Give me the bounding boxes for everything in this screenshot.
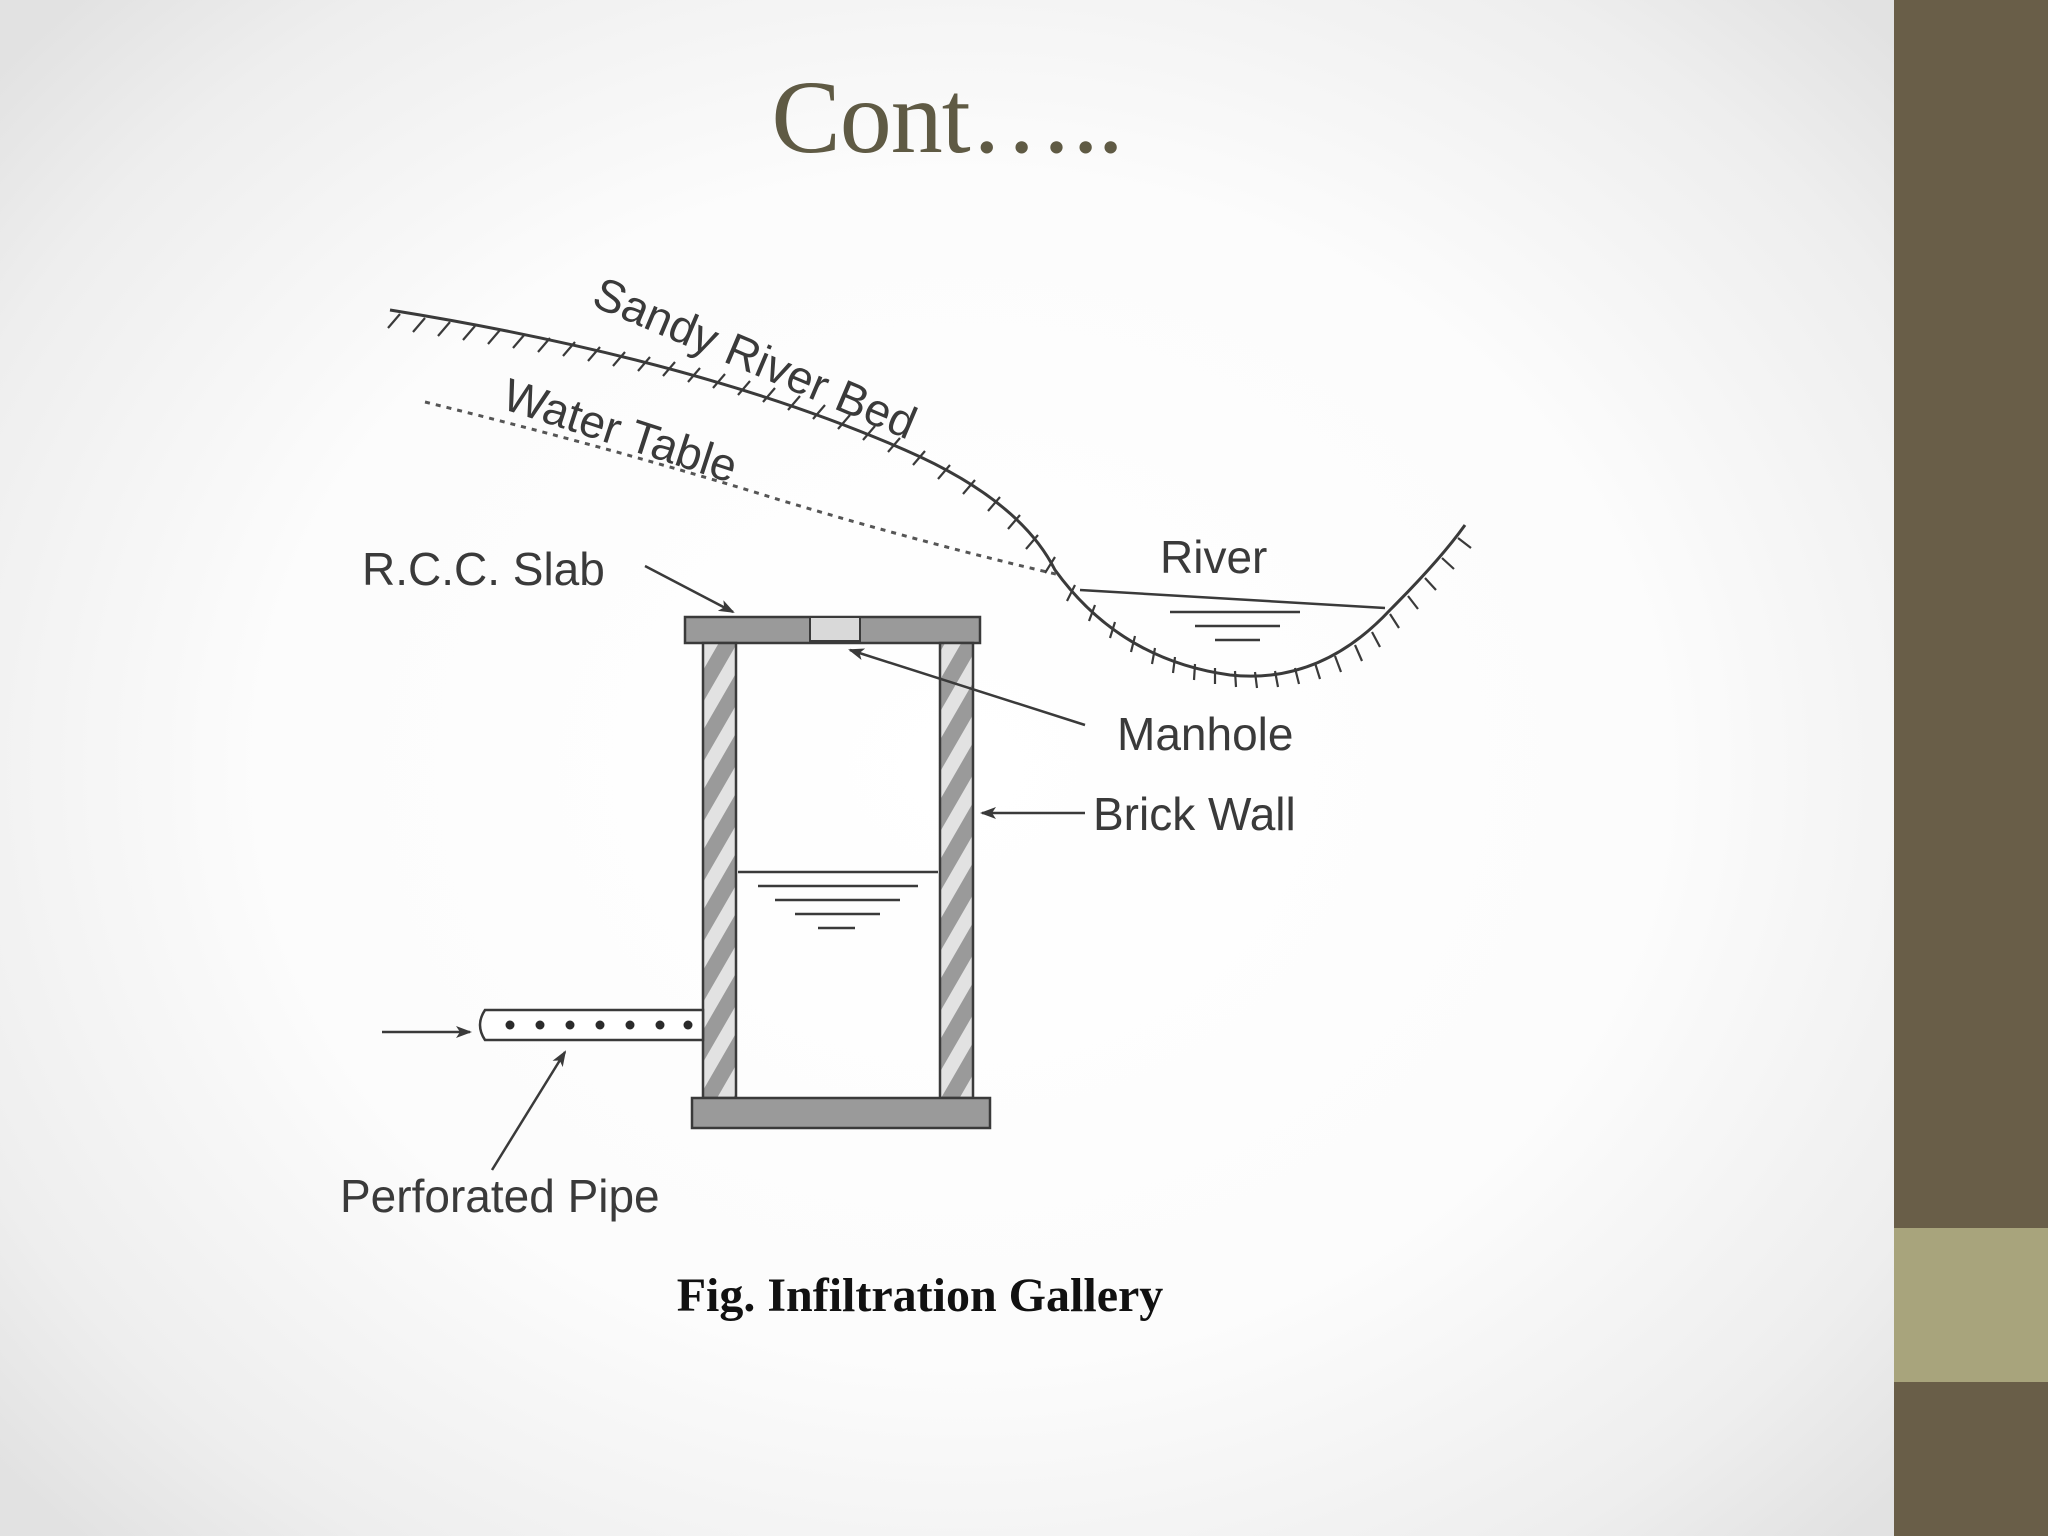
river-label: River bbox=[1160, 531, 1267, 583]
right-brick-wall bbox=[938, 641, 975, 1100]
slide-title: Cont….. bbox=[771, 60, 1123, 175]
figure-caption: Fig. Infiltration Gallery bbox=[676, 1269, 1164, 1322]
leader-arrows bbox=[382, 564, 1086, 1171]
perforated-pipe bbox=[478, 1008, 705, 1042]
brick-wall-label: Brick Wall bbox=[1093, 788, 1296, 840]
perforated-pipe-label: Perforated Pipe bbox=[340, 1170, 660, 1222]
manhole-cover bbox=[809, 616, 861, 642]
rcc-slab-arrow bbox=[644, 564, 735, 614]
water-table-line bbox=[424, 400, 1061, 577]
left-brick-wall bbox=[701, 641, 738, 1100]
perforated-pipe-arrow bbox=[490, 1050, 567, 1171]
sandy-river-bed-surface bbox=[389, 308, 1467, 678]
manhole-arrow bbox=[848, 648, 1086, 727]
ground-hatching bbox=[387, 313, 1472, 689]
well-water-surface bbox=[738, 870, 938, 930]
base-slab bbox=[690, 1096, 992, 1130]
sidebar-accent-block bbox=[1894, 1228, 2048, 1382]
river-water-surface bbox=[1079, 588, 1386, 642]
rcc-slab-label: R.C.C. Slab bbox=[362, 543, 605, 595]
manhole-label: Manhole bbox=[1117, 708, 1293, 760]
